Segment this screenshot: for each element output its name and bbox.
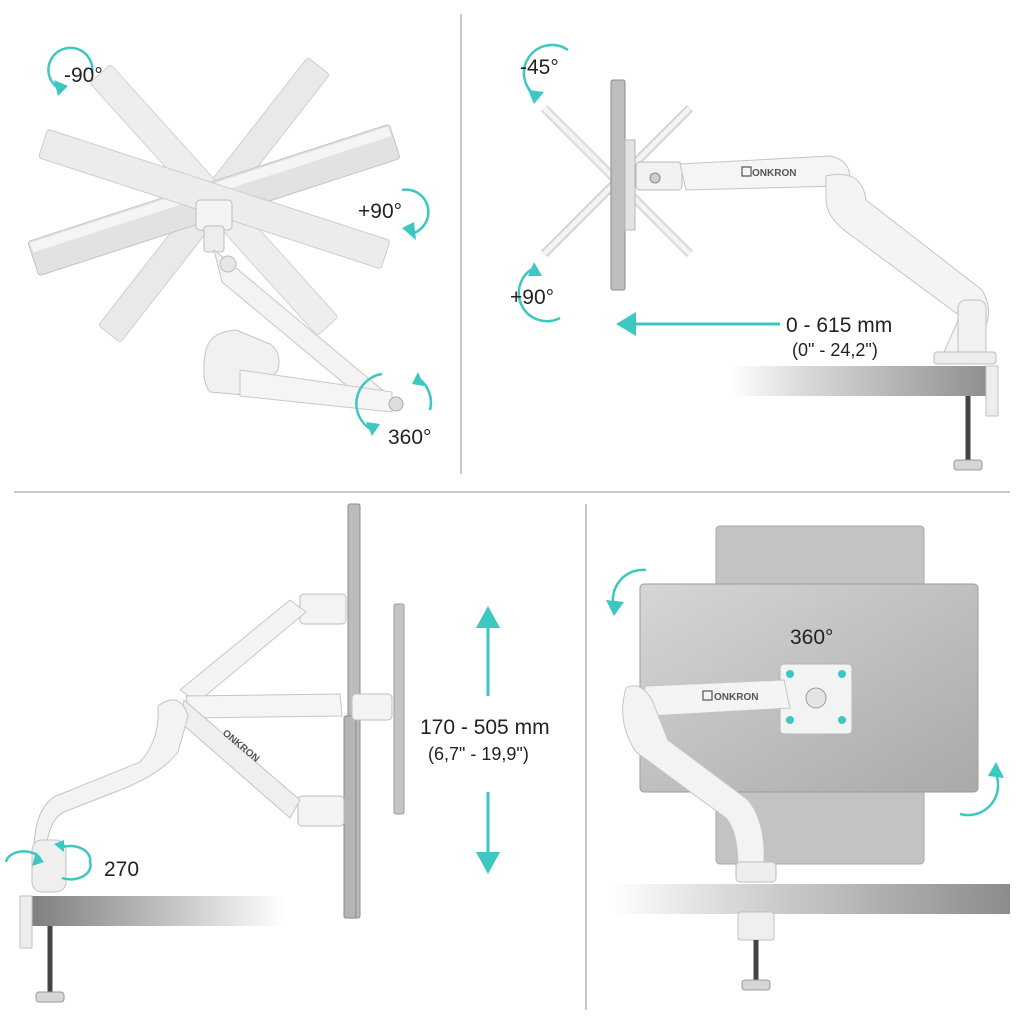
panel-height: ONKRON 170 - 505 mm (6,7" - 19,9") 270 (4, 503, 550, 1003)
lower-arm (825, 174, 989, 357)
brand-logo-tr: ONKRON (752, 168, 796, 179)
panel-rotation: -90° +90° 360° (28, 46, 433, 449)
lower-arm-bl (33, 699, 189, 853)
panel-screen-rotation: 360° ONKRON (606, 525, 1010, 991)
rotate-ccw-arrow-icon (47, 46, 94, 90)
rotate-cw-arrow-icon (401, 188, 430, 236)
label-rotate-pos: +90° (358, 200, 402, 223)
label-rotate-neg: -90° (64, 64, 103, 87)
label-height: 170 - 505 mm (420, 716, 550, 739)
brand-logo-br: ONKRON (714, 692, 758, 703)
swivel-arrow-icon (355, 372, 383, 432)
rotate-cw-arrow-icon-br (959, 769, 1000, 817)
label-swivel: 360° (388, 426, 431, 449)
tilt-down-arrow-icon (517, 266, 561, 323)
label-reach: 0 - 615 mm (786, 314, 892, 337)
label-tilt-pos: +90° (510, 286, 554, 309)
panel-tilt-reach: ONKRON -45° +90° 0 - 615 mm (0" - 24,2") (510, 43, 999, 471)
label-screen-rotation: 360° (790, 626, 833, 649)
monitor-low (343, 715, 357, 919)
monitor-side (610, 79, 626, 291)
monitor-mid (393, 603, 405, 815)
desk-top-bl (28, 896, 284, 926)
tilt-up-arrow-icon (522, 43, 569, 98)
label-base-rotation: 270 (104, 858, 139, 881)
label-tilt-neg: -45° (520, 56, 559, 79)
label-reach-inches: (0" - 24,2") (792, 340, 878, 360)
desk-top-br (612, 884, 1010, 914)
label-height-inches: (6,7" - 19,9") (428, 744, 529, 764)
desk-top-tr (730, 366, 994, 396)
